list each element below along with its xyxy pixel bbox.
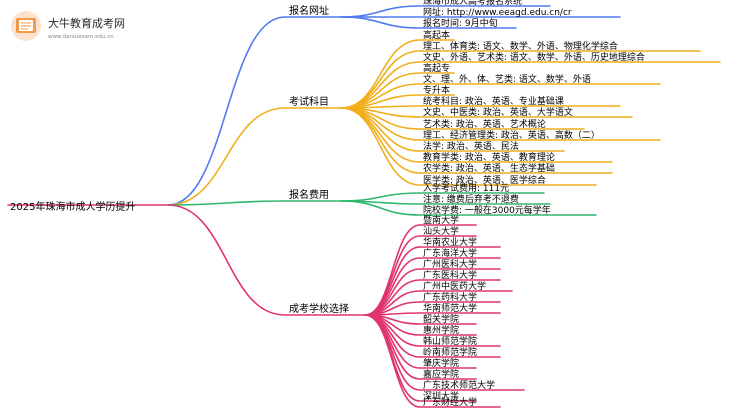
branch-links xyxy=(7,5,721,408)
leaf-subjects-4: 文、理、外、体、艺类: 语文、数学、外语 xyxy=(423,73,591,85)
link-root-schools xyxy=(167,204,366,316)
leaf-schools-11: 韩山师范学院 xyxy=(423,335,477,347)
leaf-fees-2: 院校学费: 一般在3000元每学年 xyxy=(423,204,551,216)
leaf-subjects-5: 专升本 xyxy=(423,84,450,96)
leaf-subjects-2: 文史、外语、艺术类: 语文、数学、外语、历史地理综合 xyxy=(423,51,645,63)
leaf-subjects-3: 高起专 xyxy=(423,62,450,74)
logo: 大牛教育成考网 www.daniuexam.edu.cn xyxy=(11,11,125,41)
leaf-schools-8: 华南师范大学 xyxy=(423,302,477,314)
branch-site: 报名网址 xyxy=(289,4,329,17)
leaf-schools-0: 暨南大学 xyxy=(423,214,459,226)
leaf-schools-5: 广东医科大学 xyxy=(423,269,477,281)
branch-fees: 报名费用 xyxy=(289,188,329,201)
leaf-subjects-8: 艺术类: 政治、英语、艺术概论 xyxy=(423,118,546,130)
leaf-schools-14: 嘉应学院 xyxy=(423,368,459,380)
leaf-schools-7: 广东药科大学 xyxy=(423,291,477,303)
leaf-schools-1: 汕头大学 xyxy=(423,225,459,237)
leaf-schools-6: 广州中医药大学 xyxy=(423,280,486,292)
leaf-fees-1: 注意: 缴费后弃考不退费 xyxy=(423,193,519,205)
link-fees-2 xyxy=(340,200,597,216)
leaf-schools-15: 广东技术师范大学 xyxy=(423,379,495,391)
leaf-subjects-12: 农学类: 政治、英语、生态学基础 xyxy=(423,162,555,174)
leaf-subjects-0: 高起本 xyxy=(423,29,450,41)
leaf-subjects-7: 文史、中医类: 政治、英语、大学语文 xyxy=(423,106,573,118)
leaf-schools-10: 惠州学院 xyxy=(423,324,459,336)
link-site-2 xyxy=(340,16,517,29)
root-node: 2025年珠海市成人学历提升 xyxy=(10,200,135,213)
leaf-schools-16: 深圳大学 xyxy=(423,390,459,402)
leaf-schools-9: 韶关学院 xyxy=(423,313,459,325)
logo-subtitle: www.daniuexam.edu.cn xyxy=(48,34,114,40)
link-root-site xyxy=(167,16,342,206)
branch-subjects: 考试科目 xyxy=(289,95,329,108)
leaf-schools-13: 肇庆学院 xyxy=(423,357,459,369)
leaf-schools-2: 华南农业大学 xyxy=(423,236,477,248)
leaf-site-1: 网址: http://www.eeagd.edu.cn/cr xyxy=(423,6,572,18)
branch-schools: 成考学校选择 xyxy=(289,302,349,315)
leaf-subjects-1: 理工、体育类: 语文、数学、外语、物理化学综合 xyxy=(423,40,618,52)
leaf-schools-17: 广东财经大学 xyxy=(423,396,477,408)
leaf-schools-12: 岭南师范学院 xyxy=(423,346,477,358)
leaf-subjects-9: 理工、经济管理类: 政治、英语、高数（二） xyxy=(423,129,600,141)
link-root-subjects xyxy=(167,107,342,206)
leaf-subjects-11: 教育学类: 政治、英语、教育理论 xyxy=(423,151,555,163)
link-subjects-13 xyxy=(340,107,597,186)
leaf-subjects-6: 统考科目: 政治、英语、专业基础课 xyxy=(423,95,564,107)
leaf-schools-4: 广州医科大学 xyxy=(423,258,477,270)
logo-title: 大牛教育成考网 xyxy=(48,16,125,30)
leaf-subjects-10: 法学: 政治、英语、民法 xyxy=(423,140,519,152)
leaf-site-0: 珠海市成人高考报名系统 xyxy=(423,0,522,7)
leaf-subjects-13: 医学类: 政治、英语、医学综合 xyxy=(423,174,546,186)
leaf-schools-3: 广东海洋大学 xyxy=(423,247,477,259)
book-icon xyxy=(16,18,36,33)
leaf-site-2: 报名时间: 9月中旬 xyxy=(423,17,498,29)
link-schools-17 xyxy=(364,314,501,408)
link-root-fees xyxy=(167,200,342,206)
leaf-fees-0: 入学考试费用: 111元 xyxy=(423,182,509,194)
